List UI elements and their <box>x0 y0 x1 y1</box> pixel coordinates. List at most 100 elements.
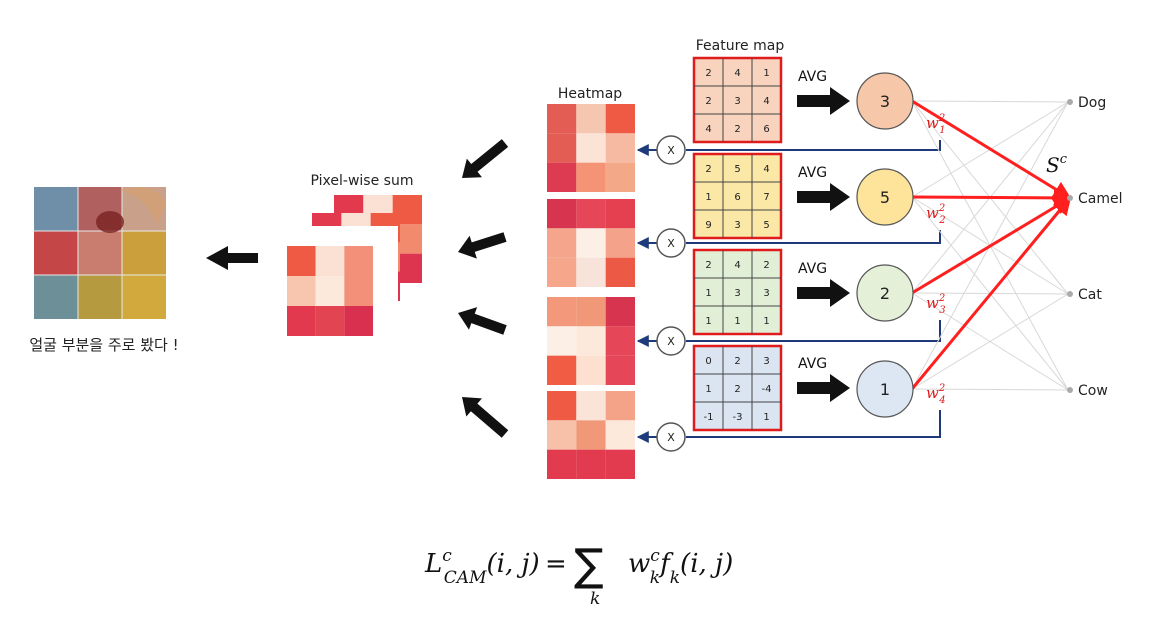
ear-shape <box>120 187 166 225</box>
feature-map-frame <box>692 248 783 336</box>
eye-shape <box>96 211 124 233</box>
heat-cell <box>547 199 577 229</box>
class-dot <box>1067 99 1073 105</box>
feature-value: 5 <box>763 220 769 231</box>
heat-cell <box>576 257 606 287</box>
camel-weight-lines <box>910 99 1072 390</box>
feature-value: 6 <box>734 192 740 203</box>
class-dot <box>1067 195 1073 201</box>
heat-cell <box>547 162 577 192</box>
heat-cell <box>344 246 373 276</box>
heat-cell <box>315 276 345 306</box>
feature-value: 4 <box>734 68 740 79</box>
feature-value: 6 <box>763 124 769 135</box>
feature-value: 2 <box>734 384 740 395</box>
multiply-label: X <box>667 335 675 348</box>
feedback-line <box>686 230 941 244</box>
feature-value: 3 <box>763 288 769 299</box>
heat-cell <box>605 199 635 229</box>
feature-value: 1 <box>705 288 711 299</box>
avg-label: AVG <box>798 69 827 85</box>
feature-value: 1 <box>763 316 769 327</box>
heat-cell <box>576 199 606 229</box>
feature-value: 2 <box>705 68 711 79</box>
multiply-icon <box>656 135 686 165</box>
pooled-node <box>856 168 914 226</box>
score-symbol: Sc <box>1046 152 1068 177</box>
svg-text:∑: ∑ <box>574 540 604 591</box>
heat-cell <box>315 306 345 336</box>
feature-value: 4 <box>763 164 769 175</box>
avg-label: AVG <box>798 165 827 181</box>
feature-map-label: Feature map <box>696 38 785 54</box>
photo-cell <box>78 231 122 275</box>
camel-face-image <box>34 187 166 319</box>
class-label: Camel <box>1078 191 1123 207</box>
heat-cell <box>287 246 316 276</box>
camel-line <box>910 196 1072 390</box>
heat-cell <box>576 162 606 192</box>
feature-map-frame <box>692 56 783 144</box>
heat-cell <box>605 228 635 258</box>
class-label: Cat <box>1078 287 1102 303</box>
pooled-node <box>856 360 914 418</box>
heat-cell <box>576 228 606 258</box>
heat-cell <box>576 391 606 421</box>
photo-cell <box>122 231 166 275</box>
multiply-label: X <box>667 237 675 250</box>
heat-cell <box>547 133 577 163</box>
heat-cell <box>605 326 635 356</box>
avg-label: AVG <box>798 356 827 372</box>
heat-cell <box>547 326 577 356</box>
heat-cell <box>605 391 635 421</box>
arrow-icon <box>462 139 509 178</box>
heat-cell <box>547 420 577 450</box>
feature-value: 3 <box>734 288 740 299</box>
heat-cell <box>576 104 606 134</box>
heat-cell <box>576 133 606 163</box>
heat-cell <box>547 257 577 287</box>
heat-cell <box>344 276 373 306</box>
feature-value: 9 <box>705 220 711 231</box>
class-label: Dog <box>1078 95 1106 111</box>
node-value: 3 <box>880 92 890 111</box>
heat-cell <box>547 228 577 258</box>
feature-map-frame <box>692 152 783 240</box>
heat-cell <box>576 355 606 385</box>
feature-value: 1 <box>734 316 740 327</box>
feature-value: 3 <box>734 220 740 231</box>
camel-line <box>911 196 1072 295</box>
heatmap <box>547 199 635 287</box>
class-dot <box>1067 387 1073 393</box>
heat-cell <box>547 355 577 385</box>
multiply-label: X <box>667 431 675 444</box>
feature-value: 3 <box>763 356 769 367</box>
node-value: 2 <box>880 284 890 303</box>
photo-cell <box>78 275 122 319</box>
feature-value: 4 <box>734 260 740 271</box>
arrow-icon <box>462 397 509 438</box>
class-dot <box>1067 291 1073 297</box>
feature-value: 2 <box>734 124 740 135</box>
svg-text:k: k <box>590 589 600 609</box>
feature-value: 5 <box>734 164 740 175</box>
feature-value: 1 <box>763 68 769 79</box>
feature-value: 2 <box>705 164 711 175</box>
feature-value: 2 <box>763 260 769 271</box>
heat-cell <box>605 162 635 192</box>
feature-value: 2 <box>734 356 740 367</box>
feature-value: 4 <box>763 96 769 107</box>
photo-cell <box>34 231 78 275</box>
heat-cell <box>605 420 635 450</box>
